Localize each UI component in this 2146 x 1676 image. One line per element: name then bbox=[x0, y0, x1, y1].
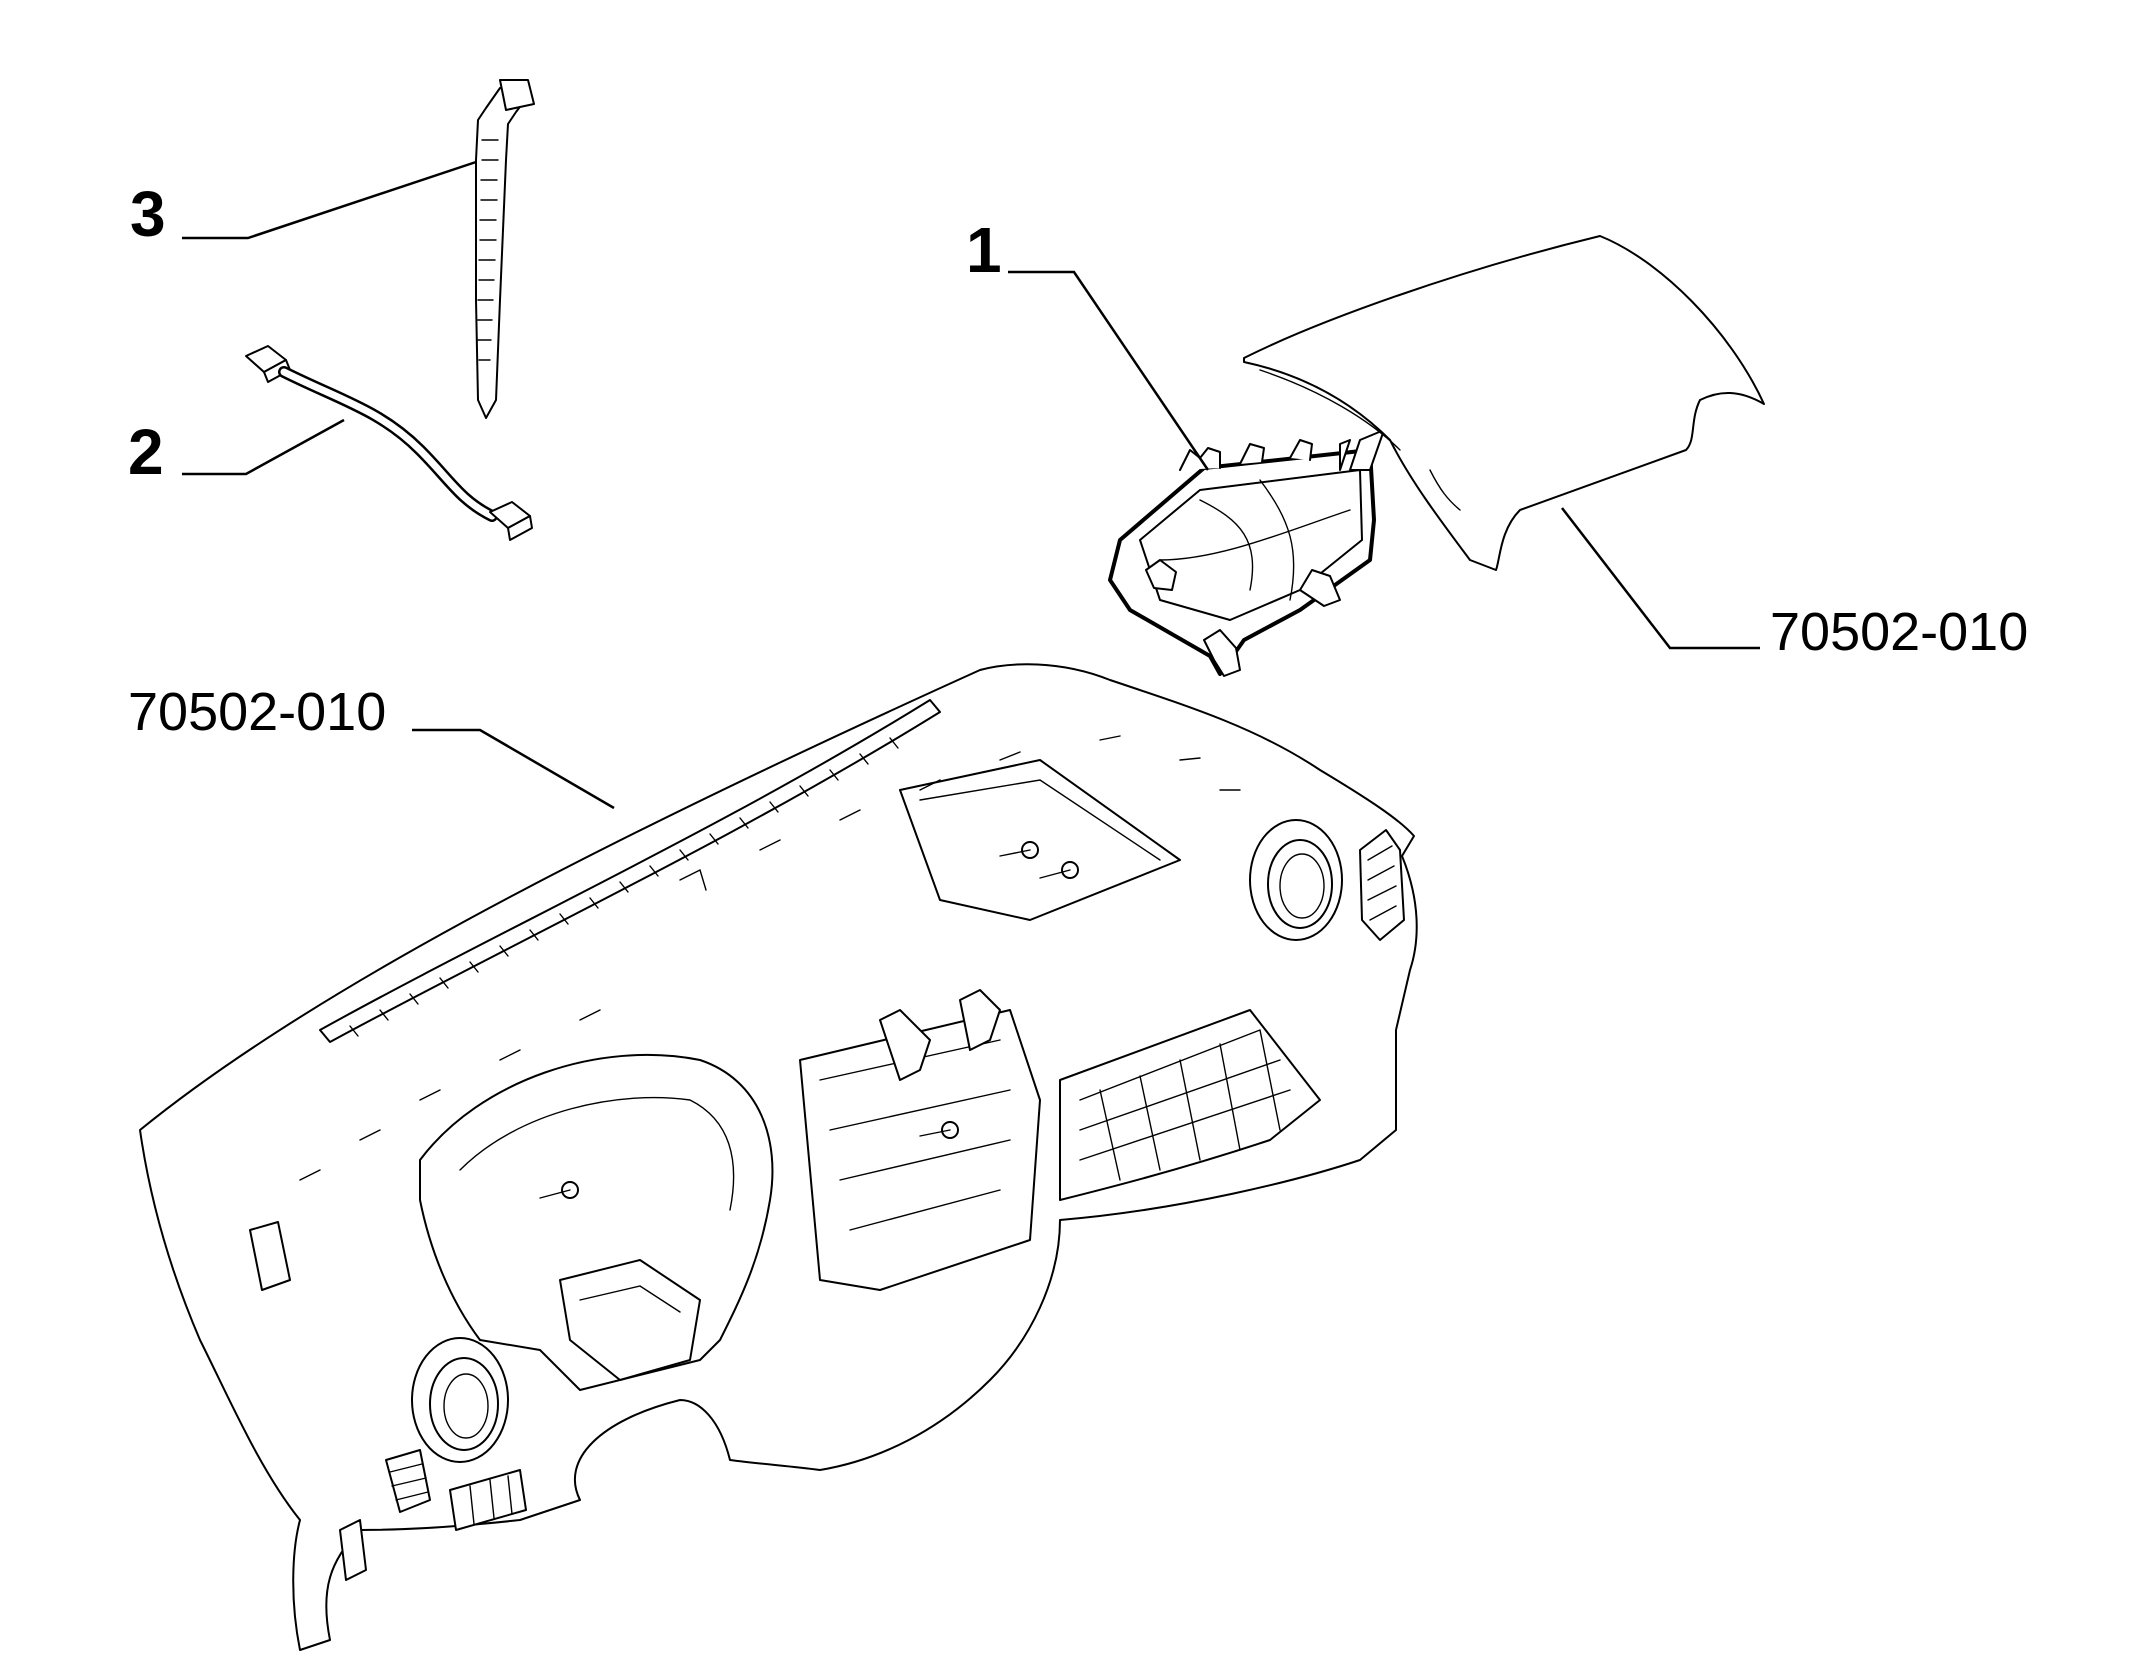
leader-lines bbox=[182, 160, 1760, 810]
callout-2: 2 bbox=[128, 416, 164, 488]
leader-3 bbox=[182, 160, 477, 240]
callout-1: 1 bbox=[966, 214, 1002, 286]
callout-ref-cover: 70502-010 bbox=[1770, 602, 2028, 662]
callout-ref-dashboard: 70502-010 bbox=[128, 682, 386, 742]
right-air-vent bbox=[1249, 819, 1343, 941]
callout-3: 3 bbox=[130, 178, 166, 250]
cable-tie bbox=[475, 79, 535, 419]
airbag-module bbox=[1108, 429, 1385, 677]
wiring-harness bbox=[245, 345, 533, 541]
passenger-airbag-cover bbox=[1243, 235, 1765, 571]
leader-ref-cover bbox=[1561, 507, 1760, 650]
left-air-vent bbox=[411, 1337, 509, 1463]
leader-2 bbox=[182, 418, 345, 476]
leader-ref-dashboard bbox=[412, 728, 615, 810]
leader-1 bbox=[1008, 270, 1210, 471]
dashboard-panel bbox=[139, 663, 1418, 1651]
screw-icon bbox=[539, 841, 1079, 1199]
